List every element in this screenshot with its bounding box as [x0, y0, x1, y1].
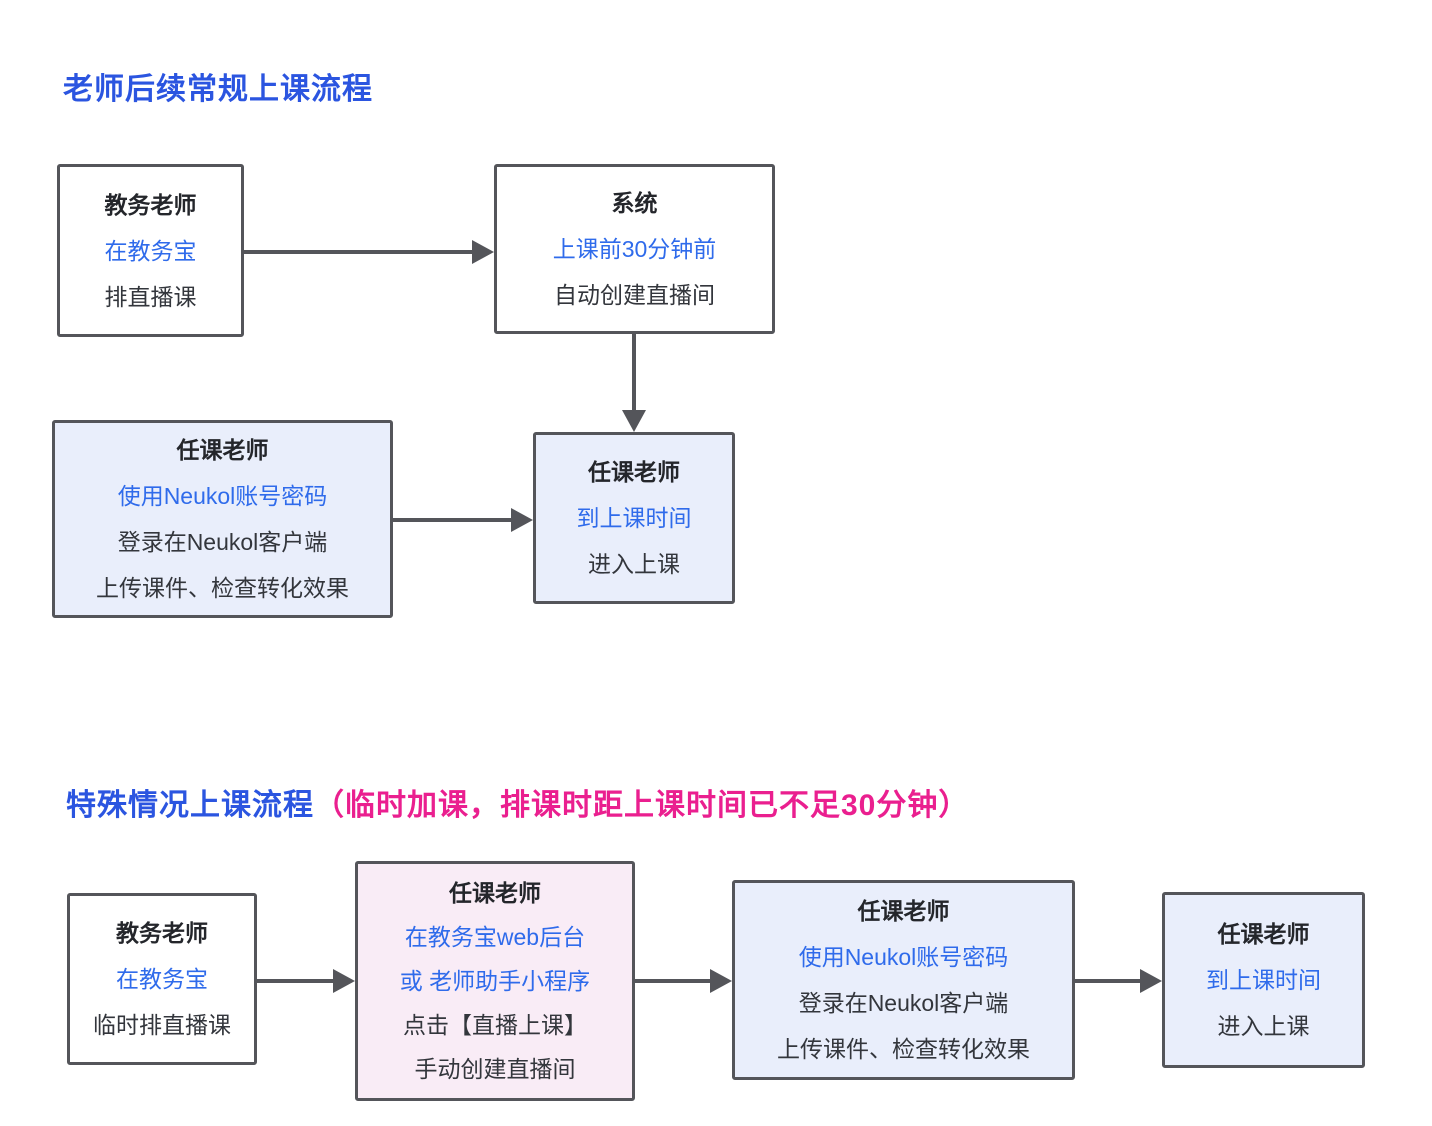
node-heading: 系统	[611, 190, 658, 216]
section-title-regular-flow: 老师后续常规上课流程	[63, 64, 373, 108]
node-line: 手动创建直播间	[414, 1056, 576, 1082]
node-heading: 任课老师	[176, 437, 269, 463]
node-subject-teacher-enter-class-2: 任课老师 到上课时间 进入上课	[1162, 892, 1365, 1068]
section-title-text: 老师后续常规上课流程	[63, 73, 373, 106]
arrowhead-right-icon	[1140, 969, 1162, 993]
arrow-manual-create-to-prepare	[635, 979, 710, 983]
node-line: 使用Neukol账号密码	[798, 944, 1009, 970]
arrowhead-down-icon	[622, 410, 646, 432]
section-title-special-flow: 特殊情况上课流程（临时加课，排课时距上课时间已不足30分钟）	[66, 780, 969, 824]
node-line: 在教务宝web后台	[404, 924, 586, 950]
arrow-prepare-to-enter-class-2	[1075, 979, 1140, 983]
node-line: 在教务宝	[104, 237, 197, 264]
arrowhead-right-icon	[472, 240, 494, 264]
node-line: 到上课时间	[1206, 967, 1321, 993]
node-line: 点击【直播上课】	[403, 1012, 587, 1038]
node-line: 排直播课	[104, 283, 197, 310]
arrow-system-to-enter-class	[632, 334, 636, 410]
node-line: 进入上课	[1217, 1013, 1310, 1039]
node-line: 上传课件、检查转化效果	[96, 575, 349, 601]
node-admin-teacher-temp-schedule: 教务老师 在教务宝 临时排直播课	[67, 893, 257, 1065]
node-line: 自动创建直播间	[554, 282, 715, 308]
node-subject-teacher-manual-create: 任课老师 在教务宝web后台 或 老师助手小程序 点击【直播上课】 手动创建直播…	[355, 861, 635, 1101]
arrow-prepare-to-enter-class	[393, 518, 511, 522]
node-line: 使用Neukol账号密码	[117, 483, 328, 509]
node-line: 在教务宝	[116, 966, 208, 992]
section-title-note: （临时加课，排课时距上课时间已不足30分钟）	[314, 789, 970, 822]
node-line: 上课前30分钟前	[552, 236, 717, 262]
node-subject-teacher-prepare-2: 任课老师 使用Neukol账号密码 登录在Neukol客户端 上传课件、检查转化…	[732, 880, 1075, 1080]
node-heading: 任课老师	[857, 898, 950, 924]
node-heading: 任课老师	[449, 880, 541, 906]
node-line: 上传课件、检查转化效果	[777, 1036, 1030, 1062]
node-line: 登录在Neukol客户端	[798, 990, 1009, 1016]
arrowhead-right-icon	[710, 969, 732, 993]
node-admin-teacher-schedule: 教务老师 在教务宝 排直播课	[57, 164, 244, 337]
node-subject-teacher-prepare: 任课老师 使用Neukol账号密码 登录在Neukol客户端 上传课件、检查转化…	[52, 420, 393, 618]
node-heading: 教务老师	[116, 920, 208, 946]
node-subject-teacher-enter-class: 任课老师 到上课时间 进入上课	[533, 432, 735, 604]
arrow-admin-to-system	[244, 250, 472, 254]
arrowhead-right-icon	[511, 508, 533, 532]
node-line: 或 老师助手小程序	[399, 968, 591, 994]
arrow-temp-schedule-to-manual-create	[257, 979, 333, 983]
node-line: 到上课时间	[576, 505, 692, 531]
node-line: 登录在Neukol客户端	[117, 529, 328, 555]
node-system-auto-create: 系统 上课前30分钟前 自动创建直播间	[494, 164, 775, 334]
node-heading: 教务老师	[104, 191, 197, 218]
node-line: 临时排直播课	[93, 1012, 231, 1038]
section-title-text: 特殊情况上课流程	[66, 789, 314, 822]
node-heading: 任课老师	[1217, 921, 1310, 947]
node-heading: 任课老师	[588, 459, 680, 485]
arrowhead-right-icon	[333, 969, 355, 993]
node-line: 进入上课	[588, 551, 680, 577]
